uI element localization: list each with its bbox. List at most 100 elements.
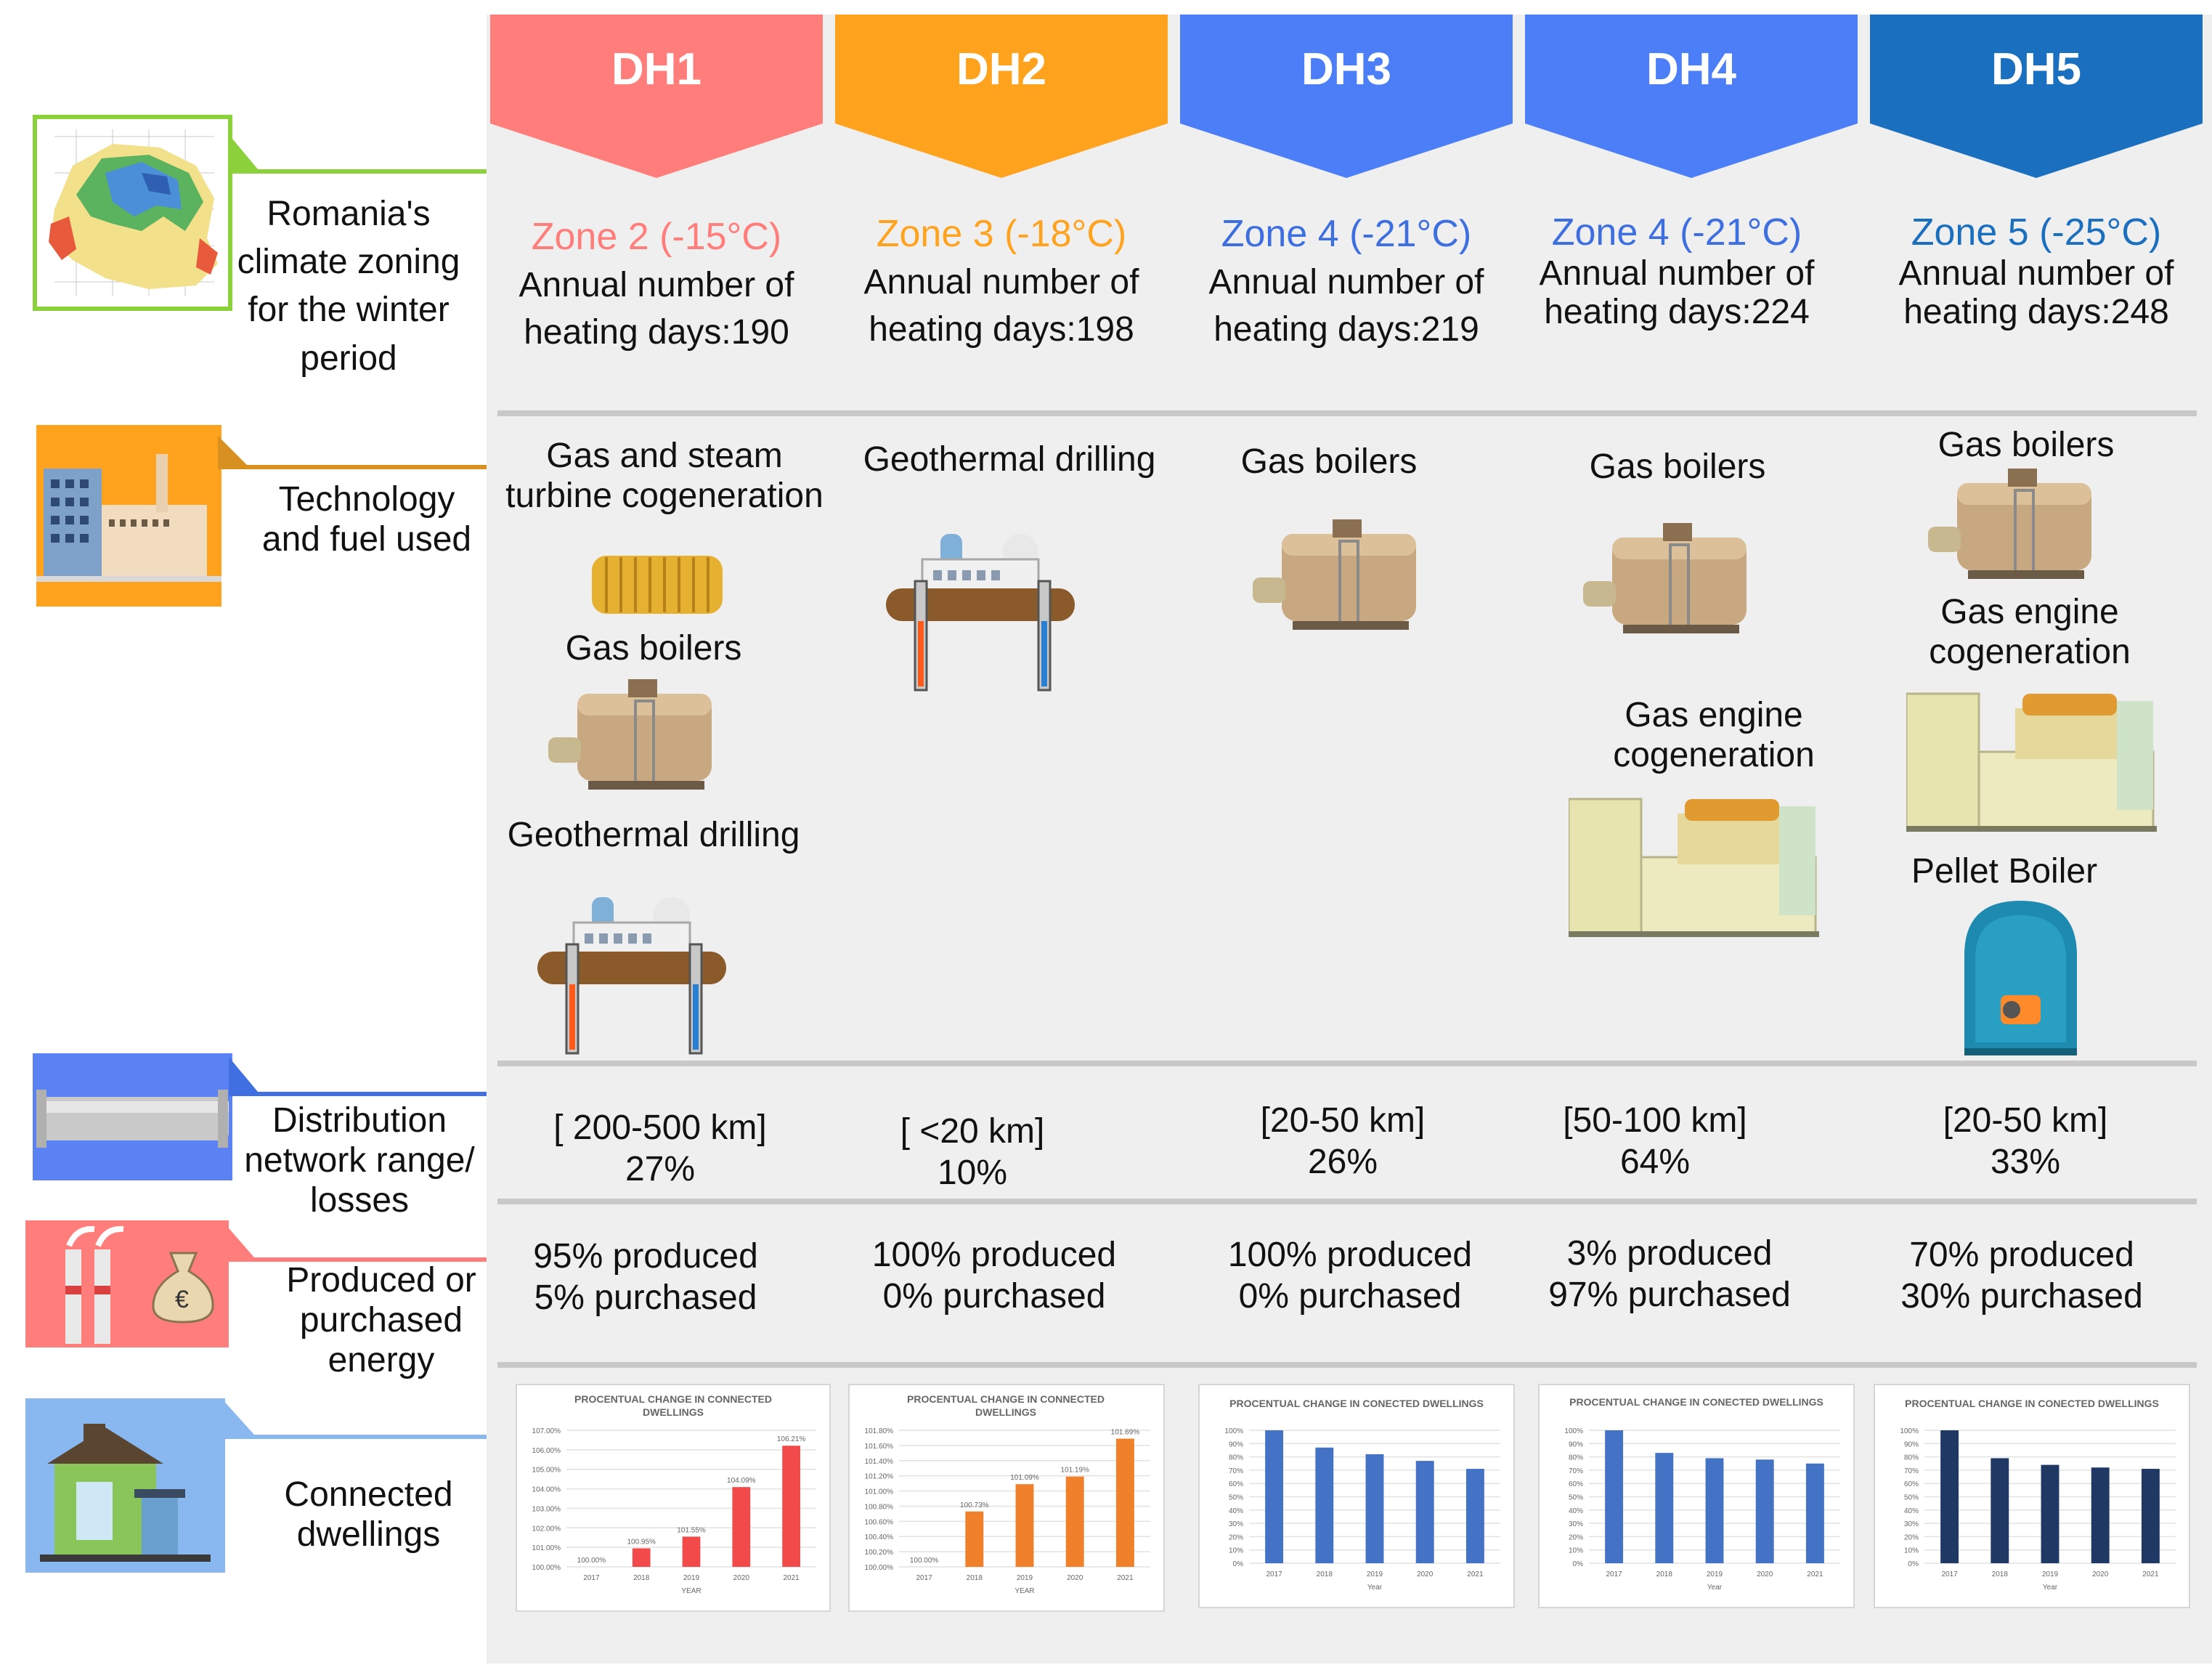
x-tick-label: 2019 <box>1707 1570 1723 1578</box>
y-tick-label: 50% <box>1229 1494 1243 1502</box>
purchased-share: 0% purchased <box>1238 1276 1462 1316</box>
x-tick-label: 2020 <box>1067 1574 1083 1582</box>
y-tick-label: 101.40% <box>865 1458 894 1466</box>
money-bag-icon: € <box>152 1252 214 1324</box>
row-separator <box>497 1199 2197 1204</box>
heating-days-line1: Annual number of <box>1898 254 2174 293</box>
zone-label: Zone 4 (-21°C) <box>1551 211 1802 254</box>
y-tick-label: 10% <box>1229 1547 1243 1555</box>
distribution-cell-dh1: [ 200-500 km] 27% <box>494 1108 826 1190</box>
connector-pointer <box>229 1057 487 1096</box>
bar <box>1115 1438 1134 1567</box>
x-axis-label: YEAR <box>681 1587 701 1595</box>
y-tick-label: 105.00% <box>532 1467 561 1475</box>
distribution-cell-dh2: [ <20 km] 10% <box>806 1111 1139 1193</box>
produced-share: 100% produced <box>871 1236 1117 1274</box>
bar <box>1365 1454 1384 1563</box>
y-tick-label: 20% <box>1904 1533 1919 1541</box>
chart-title: PROCENTUAL CHANGE IN CONNECTED DWELLINGS <box>907 1393 1105 1419</box>
y-tick-label: 107.00% <box>532 1427 561 1435</box>
dwellings-chart-dh4: PROCENTUAL CHANGE IN CONECTED DWELLINGS … <box>1538 1384 1855 1608</box>
x-tick-label: 2019 <box>2042 1570 2059 1578</box>
row-label-dwellings: Connected dwellings <box>284 1475 453 1555</box>
tech-label-dh4-engine: Gas engine cogeneration <box>1613 696 1815 775</box>
gas-boiler-icon <box>1928 469 2091 579</box>
row-label-technology: Technology and fuel used <box>240 479 494 559</box>
network-range: [ 200-500 km] <box>553 1108 767 1147</box>
y-tick-label: 100.00% <box>532 1564 561 1572</box>
energy-cell-dh3: 100% produced 0% purchased <box>1184 1235 1516 1317</box>
tech-label-dh2-geothermal: Geothermal drilling <box>863 440 1156 479</box>
chart-title: PROCENTUAL CHANGE IN CONECTED DWELLINGS <box>1569 1396 1823 1408</box>
x-tick-label: 2019 <box>1017 1574 1033 1582</box>
y-tick-label: 30% <box>1569 1520 1583 1528</box>
data-label: 101.69% <box>1111 1428 1140 1436</box>
heating-days-line2: heating days:219 <box>1213 309 1479 349</box>
x-tick-label: 2021 <box>1807 1570 1823 1578</box>
network-range: [50-100 km] <box>1563 1101 1747 1140</box>
data-label: 101.19% <box>1060 1467 1089 1475</box>
y-tick-label: 90% <box>1569 1440 1583 1448</box>
heating-days-line1: Annual number of <box>1539 254 1815 293</box>
gas-boiler-icon <box>548 679 712 790</box>
purchased-share: 0% purchased <box>882 1276 1106 1316</box>
y-tick-label: 100.40% <box>865 1533 894 1541</box>
y-tick-label: 40% <box>1569 1507 1583 1515</box>
x-axis-label: YEAR <box>1014 1587 1034 1595</box>
y-tick-label: 90% <box>1904 1440 1919 1448</box>
header-dh2-label: DH2 <box>956 44 1047 94</box>
y-tick-label: 10% <box>1569 1547 1583 1555</box>
distribution-cell-dh4: [50-100 km] 64% <box>1489 1101 1821 1183</box>
data-label: 106.21% <box>777 1435 806 1443</box>
data-label: 100.00% <box>910 1557 939 1565</box>
gas-engine-icon <box>1906 692 2157 832</box>
heating-days-line1: Annual number of <box>519 266 794 305</box>
x-tick-label: 2021 <box>1117 1574 1134 1582</box>
x-tick-label: 2017 <box>916 1574 932 1582</box>
energy-cell-dh2: 100% produced 0% purchased <box>828 1235 1160 1317</box>
y-tick-label: 30% <box>1229 1520 1243 1528</box>
y-tick-label: 100% <box>1224 1427 1243 1435</box>
tech-label-dh5-boilers: Gas boilers <box>1937 426 2115 464</box>
bar <box>965 1511 984 1567</box>
bar <box>1705 1458 1724 1563</box>
heating-days-line2: heating days:198 <box>869 309 1134 349</box>
y-tick-label: 40% <box>1904 1507 1919 1515</box>
header-dh1: DH1 <box>490 15 823 178</box>
chart-title: PROCENTUAL CHANGE IN CONECTED DWELLINGS <box>1905 1398 2159 1409</box>
y-tick-label: 104.00% <box>532 1486 561 1494</box>
x-tick-label: 2018 <box>1992 1570 2009 1578</box>
heating-days-line2: heating days:248 <box>1903 292 2169 331</box>
factory-icon <box>36 425 221 607</box>
produced-share: 3% produced <box>1566 1234 1773 1273</box>
row-label-distribution: Distribution network range/ losses <box>244 1101 475 1220</box>
y-tick-label: 10% <box>1904 1547 1919 1555</box>
y-tick-label: 60% <box>1569 1480 1583 1488</box>
connector-pointer <box>218 436 487 469</box>
y-tick-label: 20% <box>1569 1533 1583 1541</box>
chart-svg: 100.00%101.00%102.00%103.00%104.00%105.0… <box>532 1427 816 1595</box>
produced-share: 95% produced <box>533 1237 758 1276</box>
y-tick-label: 0% <box>1573 1560 1584 1568</box>
bar <box>1315 1447 1334 1563</box>
y-tick-label: 0% <box>1908 1560 1919 1568</box>
bar <box>732 1487 751 1567</box>
bar <box>1015 1484 1034 1567</box>
connector-pointer <box>225 1224 487 1262</box>
x-tick-label: 2019 <box>683 1574 700 1582</box>
bar <box>1465 1469 1484 1563</box>
data-label: 101.09% <box>1010 1474 1039 1482</box>
bar <box>1805 1463 1824 1563</box>
y-tick-label: 60% <box>1229 1480 1243 1488</box>
y-tick-label: 70% <box>1904 1467 1919 1475</box>
row-label-energy: Produced or purchased energy <box>286 1261 476 1380</box>
y-tick-label: 100% <box>1564 1427 1583 1435</box>
header-dh4: DH4 <box>1525 15 1858 178</box>
y-tick-label: 106.00% <box>532 1447 561 1455</box>
climate-cell-dh3: Zone 4 (-21°C) Annual number of heating … <box>1180 212 1513 351</box>
pellet-boiler-icon <box>1964 901 2077 1055</box>
x-tick-label: 2017 <box>583 1574 600 1582</box>
header-dh4-label: DH4 <box>1646 44 1737 94</box>
